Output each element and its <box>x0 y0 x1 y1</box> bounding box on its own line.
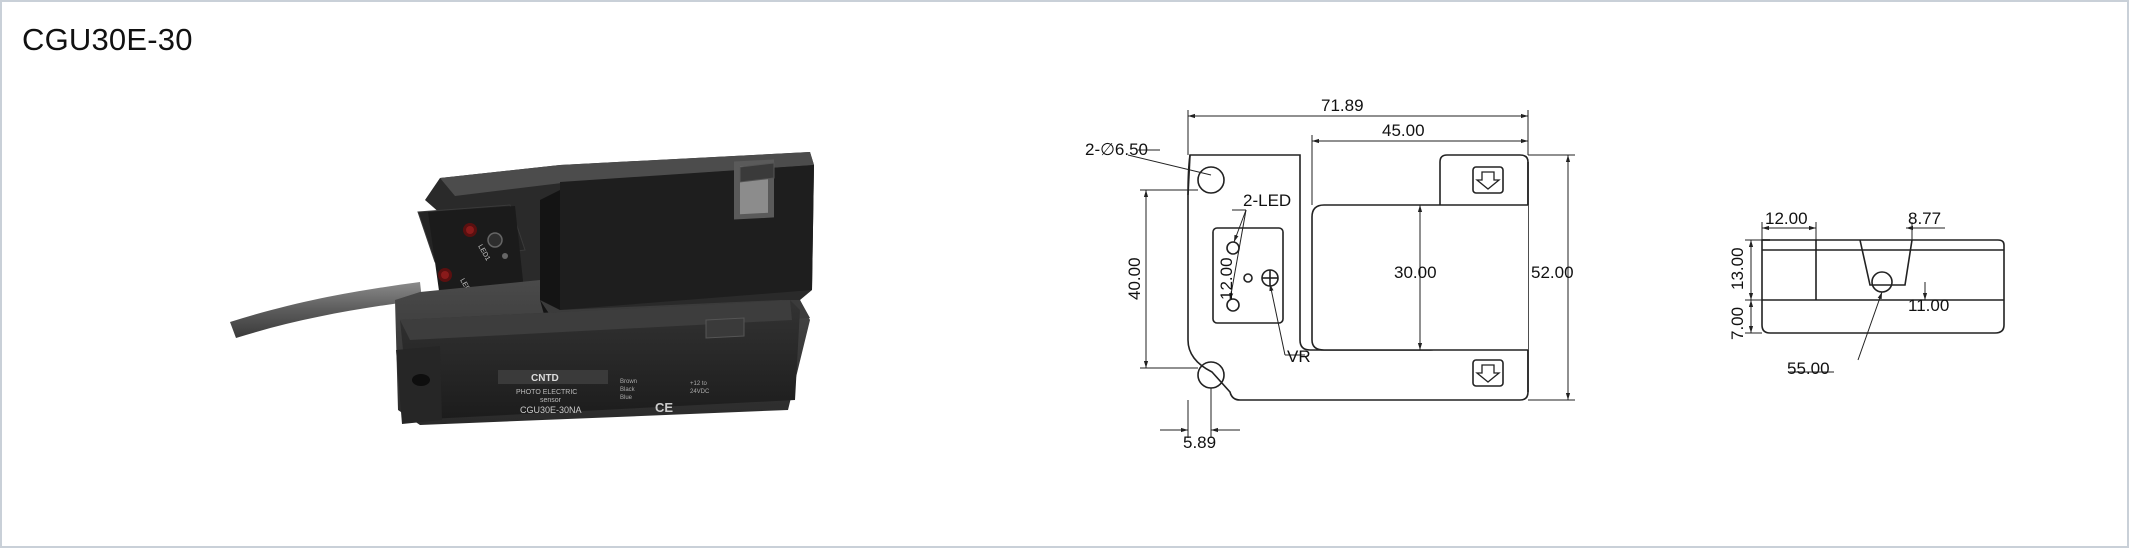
sensor-cable <box>230 282 422 338</box>
side-view-drawing <box>1761 239 2005 334</box>
dim-slot-width: 30.00 <box>1394 263 1437 282</box>
model-label: CGU30E-30NA <box>520 405 582 415</box>
sensor-product-photo: LED1 LED2 CNTD PHOTO ELECTRIC sensor CGU… <box>230 152 814 425</box>
mounting-hole-top <box>1197 166 1225 194</box>
sensor-label: sensor <box>540 397 562 404</box>
led-pad-outline <box>1212 227 1284 324</box>
page-title: CGU30E-30 <box>22 22 193 57</box>
dim-hole-offset: 5.89 <box>1183 433 1216 452</box>
supply-label-1: +12 to <box>690 381 708 387</box>
dim-overall-width: 71.89 <box>1321 96 1364 115</box>
dim-vr: VR <box>1287 347 1311 366</box>
side-view-outline <box>1761 239 2005 334</box>
mounting-hole-bottom <box>1197 361 1225 389</box>
dim-hole-pitch: 40.00 <box>1125 257 1144 300</box>
front-view-dimension-labels: 71.89 45.00 2-∅6.50 2-LED 40.00 12.00 30… <box>1085 96 1574 452</box>
dim-top-height: 13.00 <box>1728 247 1747 290</box>
dim-led-spacing: 12.00 <box>1217 257 1236 300</box>
dim-notch-width: 8.77 <box>1908 209 1941 228</box>
supply-label-2: 24VDC <box>690 389 710 395</box>
dim-hole-position: 55.00 <box>1787 359 1830 378</box>
side-view-dimension-labels: 12.00 8.77 13.00 7.00 11.00 55.00 <box>1728 209 1949 378</box>
front-view-dimensions <box>1127 110 1575 438</box>
wire-blue-label: Blue <box>620 395 633 401</box>
wire-brown-label: Brown <box>620 379 637 385</box>
dim-left-width: 12.00 <box>1765 209 1808 228</box>
side-view-dimensions <box>1745 222 1945 373</box>
product-label: CNTD PHOTO ELECTRIC sensor CGU30E-30NA B… <box>498 370 710 415</box>
wire-black-label: Black <box>620 387 636 393</box>
dim-bottom-height: 7.00 <box>1728 307 1747 340</box>
dim-overall-height: 52.00 <box>1531 263 1574 282</box>
brand-label: CNTD <box>531 373 559 384</box>
dim-leds: 2-LED <box>1243 191 1291 210</box>
photo-electric-label: PHOTO ELECTRIC <box>516 389 577 396</box>
ce-mark: CE <box>655 400 673 415</box>
dim-hole-height: 11.00 <box>1908 296 1949 315</box>
dim-holes: 2-∅6.50 <box>1085 140 1148 159</box>
arrow-box-bottom <box>1472 359 1504 387</box>
arrow-box-top <box>1472 166 1504 194</box>
dim-slot-depth: 45.00 <box>1382 121 1425 140</box>
